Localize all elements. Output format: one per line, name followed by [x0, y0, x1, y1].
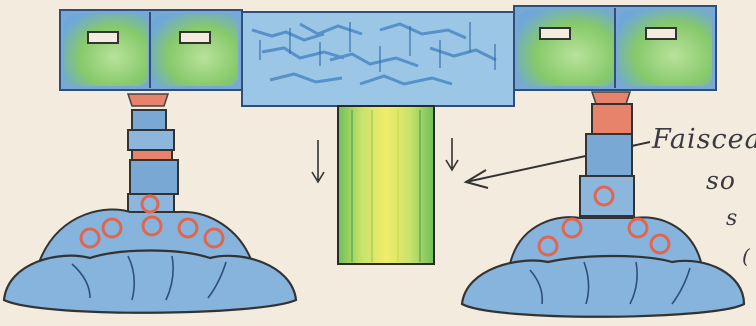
annotation-text-line: so: [706, 166, 736, 195]
annotation-text-line: s: [726, 206, 738, 231]
left-pedestal: [4, 94, 296, 313]
right-pod-block: [514, 6, 716, 90]
central-block: [242, 12, 514, 106]
annotation-text-line: (: [742, 244, 751, 268]
light-beam: [338, 106, 434, 264]
left-pod-block: [60, 10, 242, 90]
down-arrow-icon: [312, 140, 324, 182]
down-arrow-icon: [446, 138, 458, 170]
annotation-text-line: Faiscea: [652, 124, 756, 155]
